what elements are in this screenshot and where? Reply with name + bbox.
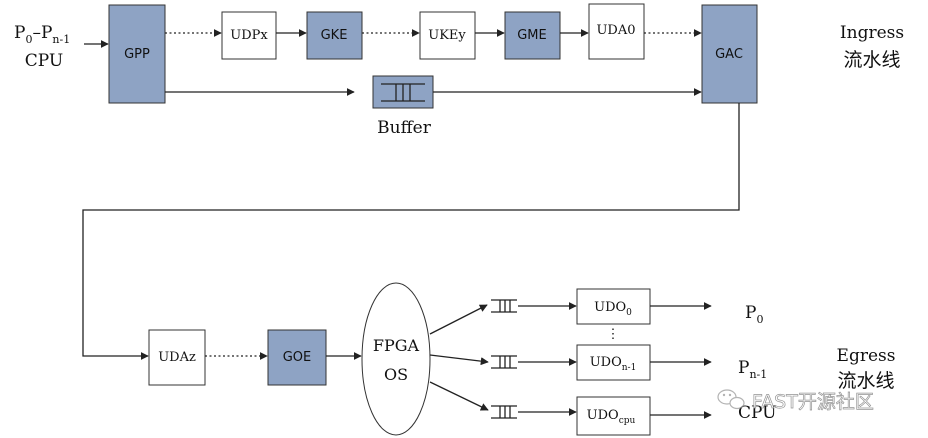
gme-block <box>504 11 561 60</box>
ingress-title-en: Ingress <box>840 23 904 43</box>
goe-label: GOE <box>283 350 312 365</box>
uda0-label: UDA0 <box>596 23 635 38</box>
queue-cpu-icon <box>491 405 517 419</box>
ukey-block <box>419 11 476 60</box>
queue-0-icon <box>491 299 517 313</box>
output-p0-label: P0 <box>745 303 763 326</box>
gke-block <box>306 11 363 60</box>
fpga-label: FPGA <box>373 336 420 355</box>
udo0-block <box>576 288 651 325</box>
udpx-block <box>221 11 277 60</box>
gme-label: GME <box>517 28 547 43</box>
udon1-label: UDOn-1 <box>590 355 637 373</box>
gac-block <box>701 4 758 104</box>
fpga-os-ellipse <box>361 282 431 436</box>
udaz-label: UDAz <box>158 350 196 365</box>
udo-ellipsis: ⋮ <box>607 327 620 342</box>
gpp-block <box>108 4 166 104</box>
arrow-fpga-to-queue-cpu <box>429 381 489 411</box>
ukey-label: UKEy <box>428 28 466 43</box>
os-label: OS <box>384 365 408 384</box>
arrow-fpga-to-queue-n1 <box>429 354 489 366</box>
wechat-icon <box>717 389 745 410</box>
goe-block <box>267 329 327 386</box>
udaz-block <box>148 329 206 386</box>
udocpu-label: UDOcpu <box>587 408 636 426</box>
watermark-text: FAST开源社区 <box>752 391 874 413</box>
output-pn1-label: Pn-1 <box>738 358 767 381</box>
connector-gac-to-udaz <box>82 103 740 360</box>
gpp-label: GPP <box>124 47 150 62</box>
uda0-block <box>588 3 645 60</box>
ingress-title-cn: 流水线 <box>843 49 900 71</box>
udpx-label: UDPx <box>230 28 268 43</box>
udo0-label: UDO0 <box>594 300 632 318</box>
output-cpu-label: CPU <box>738 403 776 423</box>
arrow-fpga-to-queue-0 <box>429 304 488 335</box>
gac-label: GAC <box>715 47 743 62</box>
egress-title-cn: 流水线 <box>837 370 894 392</box>
gke-label: GKE <box>321 28 348 43</box>
udon1-block <box>576 344 651 381</box>
queue-n1-icon <box>491 355 517 369</box>
source-ports-label: P0–Pn-1 <box>14 23 70 46</box>
buffer-queue-icon <box>372 75 434 109</box>
source-cpu-label: CPU <box>25 51 63 71</box>
buffer-label: Buffer <box>377 118 432 138</box>
egress-title-en: Egress <box>837 346 896 366</box>
udocpu-block <box>576 396 651 436</box>
